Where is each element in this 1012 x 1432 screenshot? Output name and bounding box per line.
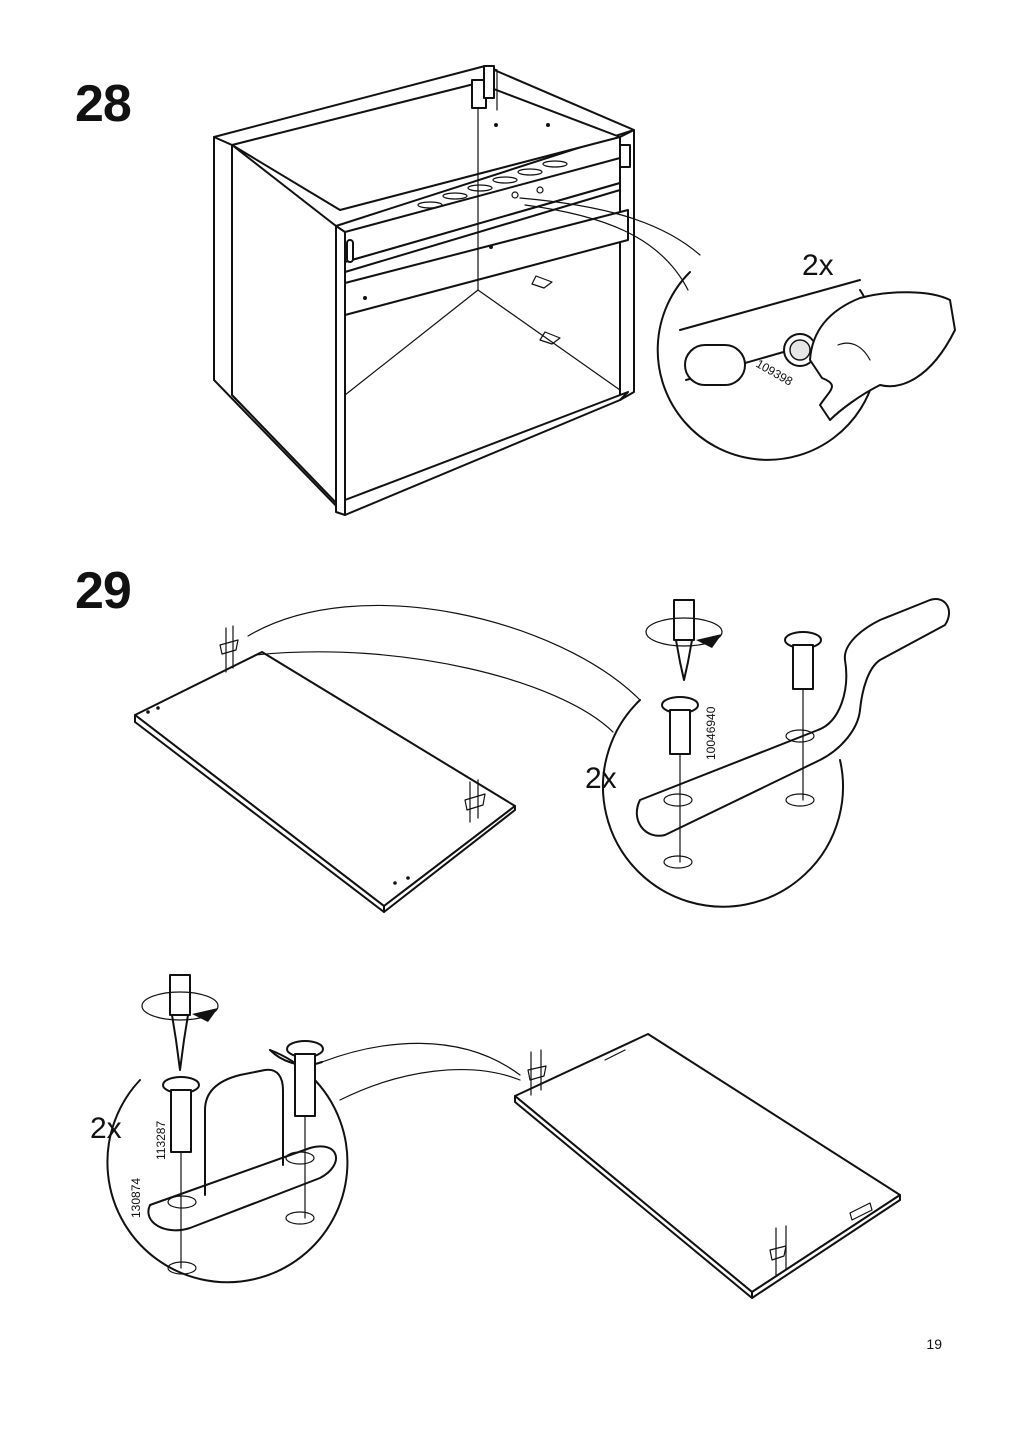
hand-push-icon <box>809 291 956 421</box>
door-panel-illustration <box>134 625 516 913</box>
screw-icon <box>162 1040 324 1153</box>
handle-bracket-icon <box>635 598 950 837</box>
zoom-callout-29b: 2x 113287 130874 <box>90 974 349 1284</box>
cabinet-frame-illustration <box>213 65 635 516</box>
part-code-113287: 113287 <box>154 1121 168 1160</box>
part-code-130874: 130874 <box>129 1178 143 1218</box>
step-29-number: 29 <box>75 562 132 620</box>
door-panel-illustration <box>514 1033 901 1299</box>
callout-count-29: 2x <box>585 762 617 795</box>
callout-count-28: 2x <box>802 249 834 282</box>
screw-icon <box>661 631 822 755</box>
part-code-10046940: 10046940 <box>704 706 718 760</box>
zoom-callout-29: 2x 10046940 <box>585 598 950 908</box>
callout-count-29b: 2x <box>90 1112 122 1145</box>
step-28-number: 28 <box>75 75 132 133</box>
screwdriver-rotate-icon <box>141 974 219 1071</box>
handle-bracket-icon <box>147 1145 337 1232</box>
screwdriver-rotate-icon <box>645 599 723 681</box>
zoom-callout-28: 2x 109398 <box>656 249 956 461</box>
page-number: 19 <box>926 1336 942 1352</box>
